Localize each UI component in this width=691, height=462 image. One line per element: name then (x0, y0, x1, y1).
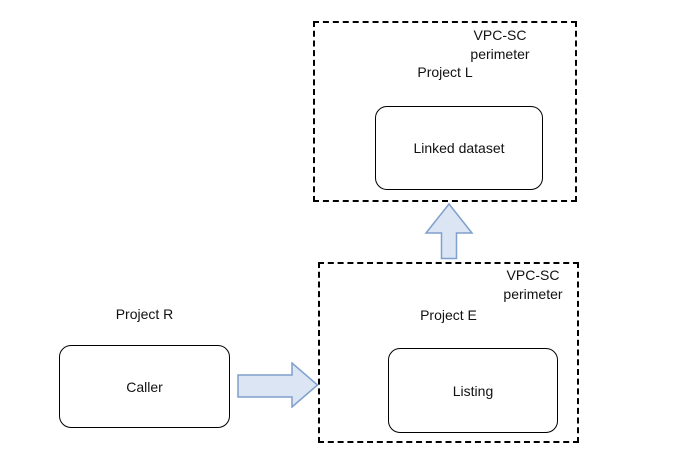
vpc-sc-perimeter-project-l: VPC-SC perimeter Project L Linked datase… (313, 21, 577, 202)
vpc-sc-perimeter-project-e: VPC-SC perimeter Project E Listing (318, 262, 579, 443)
project-e-label: Project E (420, 307, 477, 323)
project-r-label: Project R (115, 306, 174, 322)
linked-dataset-node: Linked dataset (375, 106, 543, 190)
perimeter-label-line2: perimeter (470, 46, 530, 62)
perimeter-label-line1: VPC-SC (473, 27, 527, 43)
project-r-group: Project R Caller (59, 306, 230, 430)
perimeter-label: VPC-SC perimeter (473, 266, 593, 304)
perimeter-label-line1: VPC-SC (506, 267, 560, 283)
right-arrow-icon (237, 362, 319, 408)
caller-node-label: Caller (126, 378, 163, 395)
perimeter-label: VPC-SC perimeter (440, 26, 560, 64)
linked-dataset-node-label: Linked dataset (413, 140, 505, 156)
project-l-label: Project L (417, 64, 473, 80)
caller-node: Caller (59, 345, 230, 428)
listing-node: Listing (388, 348, 558, 433)
up-arrow-icon (424, 203, 474, 260)
perimeter-label-line2: perimeter (503, 286, 563, 302)
listing-node-label: Listing (452, 382, 494, 399)
